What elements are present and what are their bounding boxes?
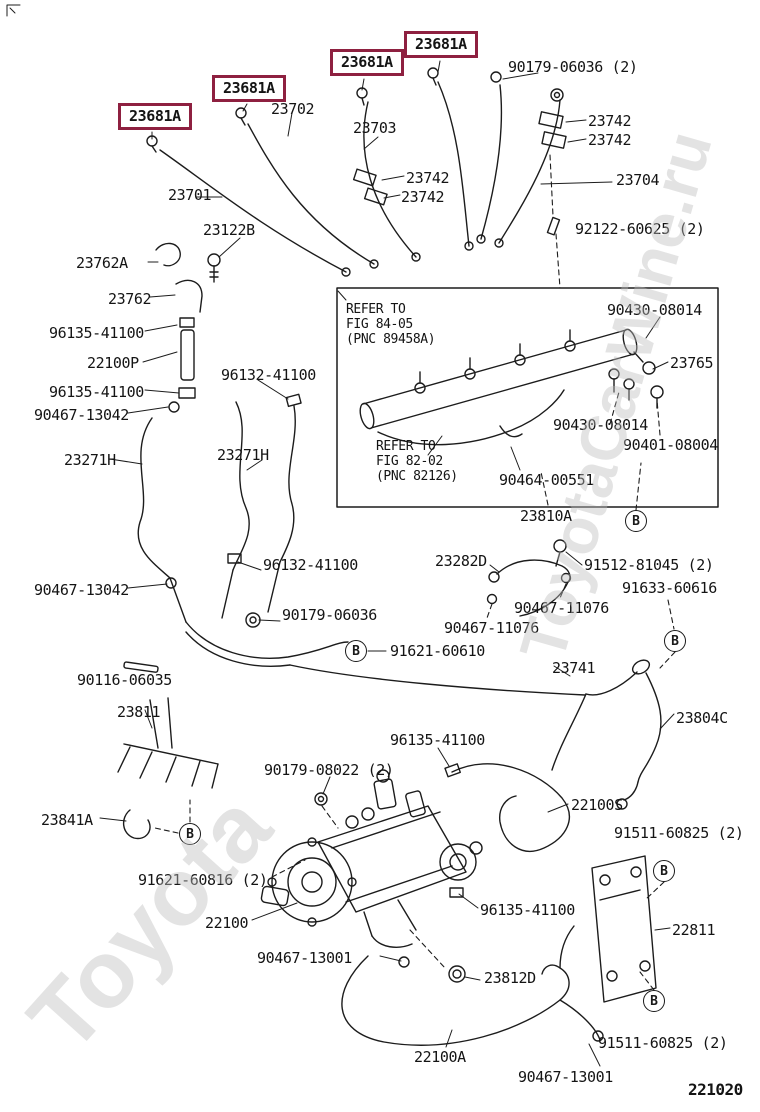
part-label[interactable]: 22100P [87,354,139,372]
part-label[interactable]: 90464-00551 [499,471,594,489]
part-label[interactable]: 91633-60616 [622,579,717,597]
part-label[interactable]: 90467-13042 [34,581,129,599]
pipe-clamps [352,111,567,236]
part-label[interactable]: 23762A [76,254,128,272]
part-label[interactable]: 91511-60825 (2) [598,1034,728,1052]
part-label[interactable]: 96135-41100 [390,731,485,749]
part-label-highlighted[interactable]: 23681A [404,31,478,58]
part-label[interactable]: 90467-11076 [514,599,609,617]
part-label-highlighted[interactable]: 23681A [330,49,404,76]
part-label[interactable]: 23703 [353,119,397,137]
part-label[interactable]: 90179-06036 (2) [508,58,638,76]
part-label[interactable]: 23811 [117,703,161,721]
part-label[interactable]: 90467-11076 [444,619,539,637]
part-label[interactable]: 91621-60816 (2) [138,871,268,889]
part-label[interactable]: 22811 [672,921,716,939]
part-label[interactable]: 23704 [616,171,660,189]
right-parts [444,539,662,1003]
injection-pump [260,769,604,1046]
part-label[interactable]: 90467-13001 [257,949,352,967]
part-label[interactable]: 91512-81045 (2) [584,556,714,574]
fastener-marker-b: B [625,510,647,532]
part-label[interactable]: 90179-06036 [282,606,377,624]
part-label[interactable]: 96135-41100 [480,901,575,919]
part-label[interactable]: 92122-60625 (2) [575,220,705,238]
part-label-highlighted[interactable]: 23681A [212,75,286,102]
part-label[interactable]: 23742 [588,112,632,130]
part-label[interactable]: 90467-13001 [518,1068,613,1086]
part-label-highlighted[interactable]: 23681A [118,103,192,130]
part-label[interactable]: 23804C [676,709,728,727]
part-label[interactable]: 90430-08014 [553,416,648,434]
fastener-marker-b: B [643,990,665,1012]
part-label[interactable]: 23702 [271,100,315,118]
leader-lines [99,60,675,1067]
part-label[interactable]: 90467-13042 [34,406,129,424]
fastener-marker-b: B [345,640,367,662]
crop-mark [6,4,21,17]
part-label[interactable]: 91621-60610 [390,642,485,660]
part-label[interactable]: 23122B [203,221,255,239]
part-label[interactable]: 23271H [64,451,116,469]
fastener-marker-b: B [653,860,675,882]
part-label[interactable]: 23271H [217,446,269,464]
part-label[interactable]: 96135-41100 [49,324,144,342]
part-label[interactable]: 23765 [670,354,714,372]
part-label[interactable]: 96132-41100 [221,366,316,384]
part-label[interactable]: 23741 [552,659,596,677]
part-label[interactable]: 23812D [484,969,536,987]
left-parts [117,242,586,840]
injection-pipes [159,81,561,273]
part-label[interactable]: 22100S [571,796,623,814]
part-label[interactable]: 90430-08014 [607,301,702,319]
part-label[interactable]: 23742 [406,169,450,187]
part-label[interactable]: 23810A [520,507,572,525]
part-label[interactable]: 96135-41100 [49,383,144,401]
part-label[interactable]: 96132-41100 [263,556,358,574]
part-label[interactable]: 91511-60825 (2) [614,824,744,842]
part-label[interactable]: 90116-06035 [77,671,172,689]
part-label[interactable]: 90401-08004 [623,436,718,454]
part-label[interactable]: 23841A [41,811,93,829]
part-label[interactable]: 23742 [401,188,445,206]
rail-box [336,287,719,508]
part-label[interactable]: 90179-08022 (2) [264,761,394,779]
fastener-marker-b: B [664,630,686,652]
part-label[interactable]: 22100 [205,914,249,932]
part-label[interactable]: 23742 [588,131,632,149]
part-label[interactable]: 23282D [435,552,487,570]
fastener-marker-b: B [179,823,201,845]
part-label[interactable]: 23762 [108,290,152,308]
diagram-code: 221020 [688,1080,743,1099]
part-label[interactable]: 23701 [168,186,212,204]
part-label[interactable]: 22100A [414,1048,466,1066]
dashed-lines [154,154,676,991]
